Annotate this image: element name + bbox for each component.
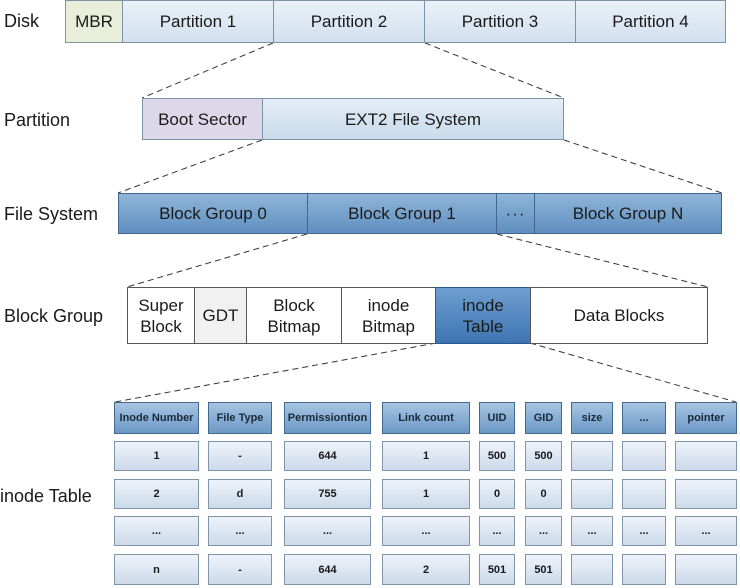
inode-cell: 501 (479, 554, 515, 585)
inode-cell: 501 (525, 554, 562, 585)
inode-cell (571, 441, 613, 471)
inode-cell: 500 (479, 441, 515, 471)
inode-cell: n (114, 554, 199, 585)
inode-cell: 500 (525, 441, 562, 471)
bg-gdt: GDT (194, 287, 247, 344)
connector-blockgroup-to-inode-right (529, 342, 737, 403)
connector-partition-to-fs-right (563, 139, 723, 194)
inode-cell: - (208, 441, 272, 471)
inode-cell: 2 (382, 554, 470, 585)
inode-col-header-link-count: Link count (382, 402, 470, 434)
connector-partition-to-fs-left (117, 139, 263, 194)
inode-cell: ... (208, 516, 272, 546)
inode-cell (571, 479, 613, 509)
inode-cell: ... (114, 516, 199, 546)
row-label-disk: Disk (4, 11, 39, 31)
inode-cell (675, 479, 737, 509)
row-label-inode-table: inode Table (0, 486, 92, 506)
fs-block-group-0: Block Group 0 (118, 193, 308, 234)
connector-disk-to-partition-right (424, 42, 565, 99)
disk-mbr: MBR (65, 0, 123, 43)
row-label-partition: Partition (4, 110, 71, 130)
inode-col-header-file-type: File Type (208, 402, 272, 434)
inode-cell: 1 (382, 441, 470, 471)
inode-cell: 2 (114, 479, 199, 509)
row-label-block-group: Block Group (4, 306, 104, 326)
bg-super-block: Super Block (127, 287, 195, 344)
inode-cell: ... (675, 516, 737, 546)
fs-block-group-n: Block Group N (534, 193, 722, 234)
inode-cell (675, 441, 737, 471)
inode-cell: 644 (284, 554, 371, 585)
inode-cell: ... (622, 516, 666, 546)
inode-cell (675, 554, 737, 585)
inode-cell: ... (382, 516, 470, 546)
row-label-file-system: File System (4, 204, 99, 224)
inode-col-header-uid: UID (479, 402, 515, 434)
inode-col-header-inode-number: Inode Number (114, 402, 199, 434)
connector-fs-to-blockgroup-right (496, 233, 709, 288)
inode-cell: d (208, 479, 272, 509)
inode-cell: 644 (284, 441, 371, 471)
partition-ext2-file-system: EXT2 File System (262, 98, 564, 140)
disk-partition-1: Partition 1 (122, 0, 274, 43)
inode-cell: 1 (114, 441, 199, 471)
inode-cell (571, 554, 613, 585)
inode-col-header-permission: Permissiontion (284, 402, 371, 434)
inode-col-header-ellipsis: ... (622, 402, 666, 434)
inode-cell: 0 (525, 479, 562, 509)
inode-cell: ... (571, 516, 613, 546)
bg-block-bitmap: Block Bitmap (246, 287, 342, 344)
inode-cell (622, 479, 666, 509)
inode-cell: 0 (479, 479, 515, 509)
bg-inode-bitmap: inode Bitmap (341, 287, 436, 344)
inode-col-header-size: size (571, 402, 613, 434)
bg-inode-table: inode Table (435, 287, 531, 344)
disk-partition-2: Partition 2 (273, 0, 425, 43)
inode-cell (622, 441, 666, 471)
inode-cell: 755 (284, 479, 371, 509)
inode-cell: ... (525, 516, 562, 546)
inode-col-header-pointer: pointer (675, 402, 737, 434)
inode-cell: ... (284, 516, 371, 546)
inode-cell: 1 (382, 479, 470, 509)
bg-data-blocks: Data Blocks (530, 287, 708, 344)
inode-cell: ... (479, 516, 515, 546)
inode-cell (622, 554, 666, 585)
disk-partition-3: Partition 3 (424, 0, 576, 43)
connector-fs-to-blockgroup-left (126, 233, 308, 288)
connector-disk-to-partition-left (141, 42, 274, 99)
partition-boot-sector: Boot Sector (142, 98, 263, 140)
disk-partition-4: Partition 4 (575, 0, 726, 43)
inode-cell: - (208, 554, 272, 585)
connector-blockgroup-to-inode-left (114, 342, 437, 403)
inode-col-header-gid: GID (525, 402, 562, 434)
fs-ellipsis: ··· (496, 193, 535, 234)
fs-block-group-1: Block Group 1 (307, 193, 497, 234)
